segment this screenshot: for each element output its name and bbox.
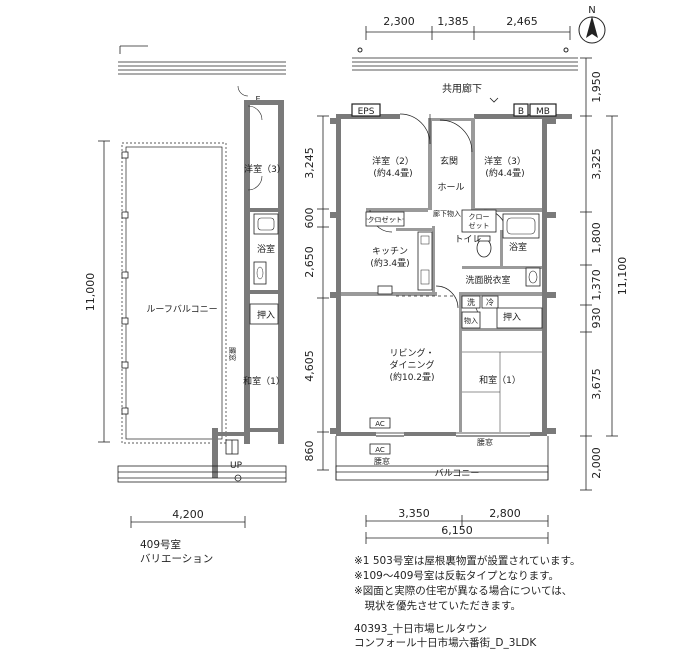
washroom-label: 洗面脱衣室 bbox=[465, 274, 510, 286]
wash-label: 洗 bbox=[467, 297, 475, 307]
dim-right-3: 1,800 bbox=[590, 222, 603, 254]
dim-right-2: 3,325 bbox=[590, 148, 603, 180]
dim-top-1: 2,300 bbox=[383, 15, 415, 28]
mono2-label: 物入 bbox=[464, 316, 478, 325]
bottom-dimension-lines bbox=[365, 515, 549, 544]
kitchen-size: (約3.4畳) bbox=[370, 257, 409, 269]
variant-dim-width: 4,200 bbox=[172, 508, 204, 521]
eps-label: EPS bbox=[358, 107, 375, 117]
property-code-name: 40393_十日市場ヒルタウン bbox=[354, 623, 488, 635]
variant-e-label: E bbox=[255, 95, 260, 104]
refrig-label: 冷 bbox=[486, 297, 494, 307]
ac-label: AC bbox=[375, 420, 385, 428]
dim-right-7: 2,000 bbox=[590, 447, 603, 479]
property-building: コンフォール十日市場六番街_D_3LDK bbox=[354, 637, 537, 649]
dim-bottom-total: 6,150 bbox=[441, 524, 473, 537]
left-dimension-lines bbox=[317, 115, 329, 471]
variant-western3-label: 洋室（3） bbox=[244, 163, 286, 175]
living-label: リビング・ bbox=[389, 347, 434, 359]
variant-dim-height: 11,000 bbox=[84, 273, 97, 312]
variant-title: バリエーション bbox=[140, 553, 214, 565]
dim-right-4: 1,370 bbox=[590, 269, 603, 301]
genkan-label: 玄関 bbox=[440, 155, 458, 167]
variant-koshimado-label: 腰窓 bbox=[228, 347, 237, 361]
western3-size: (約4.4畳) bbox=[485, 167, 524, 179]
dim-left-5: 860 bbox=[303, 441, 316, 462]
hall-label: ホール bbox=[437, 182, 464, 193]
koshimado2-label: 腰窓 bbox=[374, 456, 390, 466]
b-label: B bbox=[518, 107, 524, 117]
note-1: ※1 503号室は屋根裏物置が設置されています。 bbox=[354, 555, 581, 567]
closet2-label: クロー bbox=[469, 213, 490, 221]
balcony-label: バルコニー bbox=[435, 468, 480, 479]
note-2: ※109～409号室は反転タイプとなります。 bbox=[354, 570, 560, 582]
toilet-label: トイレ bbox=[454, 235, 481, 245]
oshiire-label: 押入 bbox=[503, 311, 521, 323]
variant-caption: 409号室 バリエーション bbox=[140, 538, 213, 566]
dim-left-2: 600 bbox=[303, 208, 316, 229]
dim-left-1: 3,245 bbox=[303, 147, 316, 179]
variant-plan: E 11,000 4,200 ルーフバルコニー bbox=[84, 45, 287, 528]
roof-balcony-label: ルーフバルコニー bbox=[146, 304, 217, 315]
western2-label: 洋室（2） bbox=[372, 155, 414, 167]
western3-label: 洋室（3） bbox=[484, 155, 526, 167]
ac2-label: AC bbox=[375, 446, 385, 454]
rouka-label: 廊下 bbox=[433, 209, 447, 218]
compass-label: N bbox=[588, 5, 595, 16]
variant-room-number: 409号室 bbox=[140, 539, 182, 551]
mb-label: MB bbox=[536, 107, 550, 117]
bath-label: 浴室 bbox=[509, 241, 527, 253]
note-3: ※図面と実際の住宅が異なる場合については、 bbox=[354, 585, 573, 597]
dim-top-2: 1,385 bbox=[437, 15, 469, 28]
living2-label: ダイニング bbox=[389, 359, 434, 371]
variant-up-label: UP bbox=[230, 461, 243, 471]
top-dimension-line bbox=[365, 26, 571, 40]
north-compass-icon: N bbox=[578, 5, 606, 44]
dim-right-total: 11,100 bbox=[616, 257, 629, 296]
variant-oshiire-label: 押入 bbox=[257, 309, 275, 321]
dim-top-3: 2,465 bbox=[506, 15, 538, 28]
dim-right-1: 1,950 bbox=[590, 71, 603, 103]
living-size: (約10.2畳) bbox=[389, 371, 434, 383]
svg-text:ゼット: ゼット bbox=[469, 221, 490, 230]
variant-washitsu-label: 和室（1） bbox=[243, 375, 285, 387]
right-dimension-lines bbox=[580, 57, 618, 491]
common-corridor-label: 共用廊下 bbox=[442, 82, 482, 95]
dim-right-6: 3,675 bbox=[590, 368, 603, 400]
dim-bottom-2: 2,800 bbox=[489, 507, 521, 520]
koshimado-label: 腰窓 bbox=[477, 437, 493, 447]
kitchen-label: キッチン bbox=[372, 246, 408, 257]
dim-right-5: 930 bbox=[590, 308, 603, 329]
variant-bath-label: 浴室 bbox=[257, 243, 275, 255]
western2-size: (約4.4畳) bbox=[373, 167, 412, 179]
dim-left-3: 2,650 bbox=[303, 246, 316, 278]
mono-label: 物入 bbox=[447, 209, 461, 218]
corridor-railing bbox=[352, 57, 578, 71]
dim-bottom-1: 3,350 bbox=[398, 507, 430, 520]
washitsu-label: 和室（1） bbox=[479, 374, 521, 386]
main-plan: 共用廊下 EPS bbox=[330, 47, 578, 481]
closet-label: クロゼット bbox=[368, 215, 403, 224]
dim-left-4: 4,605 bbox=[303, 350, 316, 382]
note-4: 現状を優先させていただきます。 bbox=[354, 600, 521, 612]
